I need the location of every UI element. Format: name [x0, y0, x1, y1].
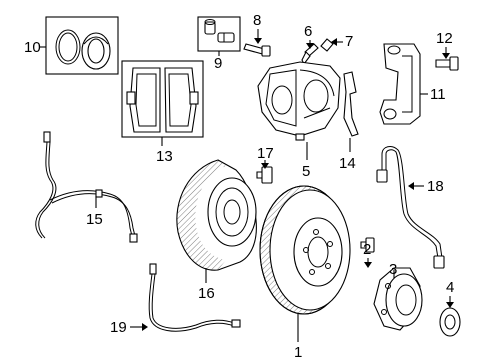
callout-16: 16: [198, 285, 215, 302]
bracket-bolt-part: [435, 56, 459, 71]
guide-bolt-part: [243, 43, 271, 57]
seal-kit-part: [45, 16, 119, 75]
wear-sensor-part: [35, 131, 138, 243]
seal-kit-box: [45, 16, 119, 75]
callout-10: 10: [24, 39, 41, 56]
callout-12: 12: [436, 30, 453, 47]
callout-8: 8: [253, 12, 261, 29]
shield-bolt-part: [256, 166, 273, 184]
callout-4: 4: [446, 279, 454, 296]
caliper-bracket-part: [379, 43, 421, 125]
guide-pin-kit-part: [197, 16, 241, 52]
callout-13: 13: [156, 148, 173, 165]
callout-1: 1: [294, 344, 302, 360]
pad-clip-part: [343, 71, 359, 137]
callout-15: 15: [86, 211, 103, 228]
callout-5: 5: [302, 163, 310, 180]
callout-17: 17: [257, 145, 274, 162]
dust-shield-part: [176, 159, 257, 271]
wheel-hub-part: [373, 267, 423, 331]
brake-rotor-part: [259, 185, 351, 315]
callout-9: 9: [214, 55, 222, 72]
callout-14: 14: [339, 155, 356, 172]
caliper-part: [257, 61, 341, 141]
brake-hose-part: [376, 146, 445, 269]
callout-3: 3: [389, 261, 397, 278]
callout-2: 2: [363, 241, 371, 258]
rotor-screw-part: [360, 237, 375, 253]
hub-nut-part: [439, 307, 461, 337]
callout-7: 7: [345, 33, 353, 50]
callout-6: 6: [304, 23, 312, 40]
rear-wear-sensor-part: [148, 263, 241, 332]
callout-11: 11: [430, 86, 446, 103]
callout-18: 18: [427, 178, 444, 195]
bleeder-cap-part: [320, 38, 334, 52]
brake-pads-part: [121, 60, 204, 138]
callout-19: 19: [110, 319, 127, 336]
